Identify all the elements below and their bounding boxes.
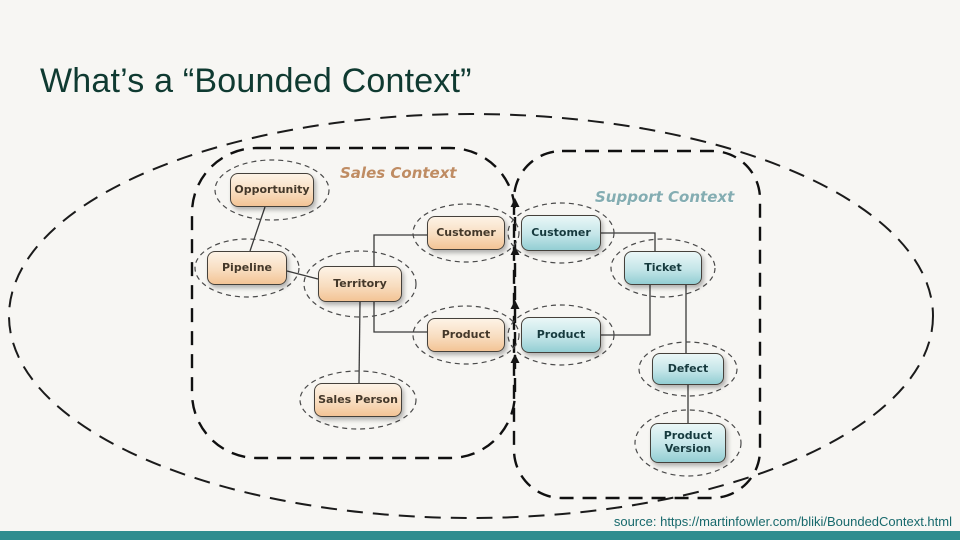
sales-context-label: Sales Context [340, 164, 457, 182]
halo-product-support [507, 304, 615, 366]
entity-defect: Defect [652, 353, 724, 385]
connector-ticket-product [601, 285, 651, 336]
entity-ticket: Ticket [624, 251, 702, 285]
outer-domain-boundary [8, 113, 934, 519]
connector-territory-salesperson [358, 301, 361, 384]
entity-territory: Territory [318, 266, 402, 302]
halo-product-sales [412, 305, 520, 365]
connector-customer-territory [373, 234, 427, 266]
connector-customer-ticket [601, 232, 656, 251]
support-context-boundary [512, 149, 762, 500]
sales-context-boundary [190, 146, 517, 460]
source-attribution: source: https://martinfowler.com/bliki/B… [613, 514, 952, 529]
boundary-arrow-icons [510, 198, 520, 363]
halo-customer-support [507, 202, 615, 264]
entity-product-version: Product Version [650, 423, 726, 463]
halo-sales-person [299, 370, 417, 430]
halo-defect [638, 341, 738, 397]
entity-customer-sales: Customer [427, 216, 505, 250]
up-arrow-icon [510, 300, 520, 309]
up-arrow-icon [510, 198, 520, 207]
halo-product-version [634, 409, 742, 477]
entity-sales-person: Sales Person [314, 383, 402, 417]
up-arrow-icon [510, 246, 520, 255]
support-context-label: Support Context [595, 188, 735, 206]
entity-halo-ellipses [194, 159, 742, 477]
halo-customer-sales [412, 203, 520, 263]
accent-bar [0, 531, 960, 540]
connector-pipeline-territory [286, 270, 319, 280]
halo-pipeline [194, 238, 300, 298]
entity-opportunity: Opportunity [230, 173, 314, 207]
connector-product-territory [373, 302, 427, 333]
halo-territory [303, 250, 417, 318]
connector-opportunity-pipeline [249, 206, 266, 252]
entity-product-sales: Product [427, 318, 505, 352]
entity-product-support: Product [521, 317, 601, 353]
halo-opportunity [214, 159, 330, 221]
entity-customer-support: Customer [521, 215, 601, 251]
page-title: What’s a “Bounded Context” [40, 62, 472, 100]
up-arrow-icon [510, 354, 520, 363]
entity-pipeline: Pipeline [207, 251, 287, 285]
halo-ticket [610, 238, 716, 298]
